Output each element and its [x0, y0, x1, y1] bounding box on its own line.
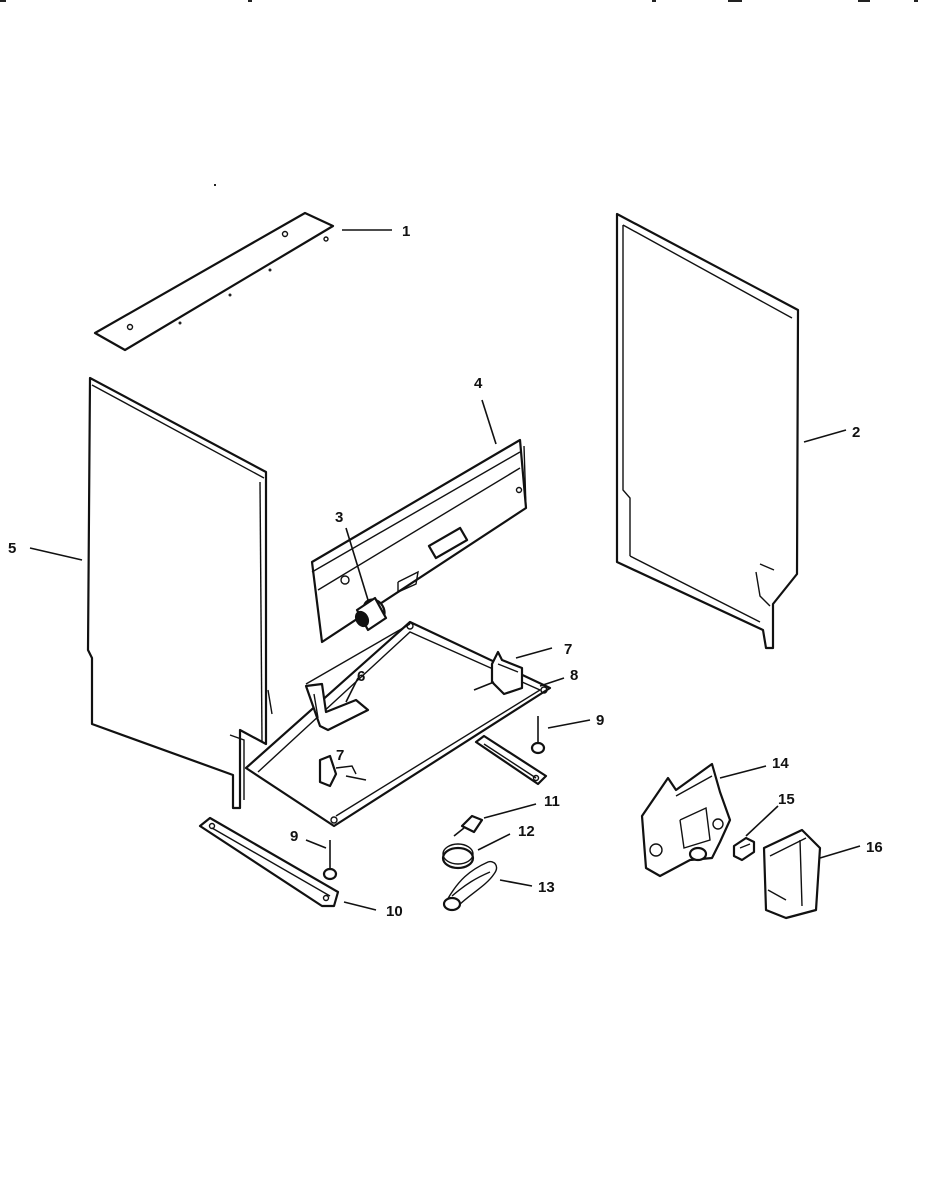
part-10-rail-left: [198, 816, 340, 908]
callout-7-upper: 7: [564, 641, 572, 658]
callout-8: 8: [570, 667, 578, 684]
callout-6: 6: [357, 668, 365, 685]
part-10-rail-right: [474, 734, 548, 786]
part-7-upper-bracket: [473, 650, 524, 696]
part-5-left-side-panel: [86, 376, 273, 810]
callout-13: 13: [538, 879, 555, 896]
callout-5: 5: [8, 540, 16, 557]
part-15-connector: [732, 836, 756, 862]
callout-4: 4: [474, 375, 483, 392]
part-3-bushing: [354, 596, 388, 632]
part-16-cover-box: [762, 828, 822, 920]
callout-labels: 1 2 3 4 5 6 7 7 8 9 9 10 11 12 13 14 15 …: [8, 223, 883, 920]
callout-7-lower: 7: [336, 747, 344, 764]
part-2-right-side-panel: [615, 212, 800, 650]
callout-9-left: 9: [290, 828, 298, 845]
part-1-top-strip: [93, 211, 335, 352]
part-12-disc: [441, 843, 475, 870]
callout-3: 3: [335, 509, 343, 526]
part-4-bracket-plate: [310, 438, 528, 644]
callout-10: 10: [386, 903, 403, 920]
part-6-clip: [304, 682, 370, 732]
leader-lines: [29, 229, 861, 911]
base-frame: [244, 620, 552, 828]
callout-16: 16: [866, 839, 883, 856]
part-9-leveling-leg-right: [530, 716, 546, 755]
callout-2: 2: [852, 424, 860, 441]
part-7-lower-bracket: [318, 754, 367, 788]
callout-12: 12: [518, 823, 535, 840]
part-9-leveling-leg-left: [322, 840, 338, 881]
callout-15: 15: [778, 791, 795, 808]
callout-1: 1: [402, 223, 410, 240]
part-11-switch: [453, 814, 484, 837]
part-14-bracket-housing: [640, 762, 732, 878]
header-remnants: [0, 0, 918, 186]
callout-11: 11: [544, 793, 560, 810]
callout-9-right: 9: [596, 712, 604, 729]
callout-14: 14: [772, 755, 789, 772]
part-13-wire-harness: [442, 860, 498, 912]
